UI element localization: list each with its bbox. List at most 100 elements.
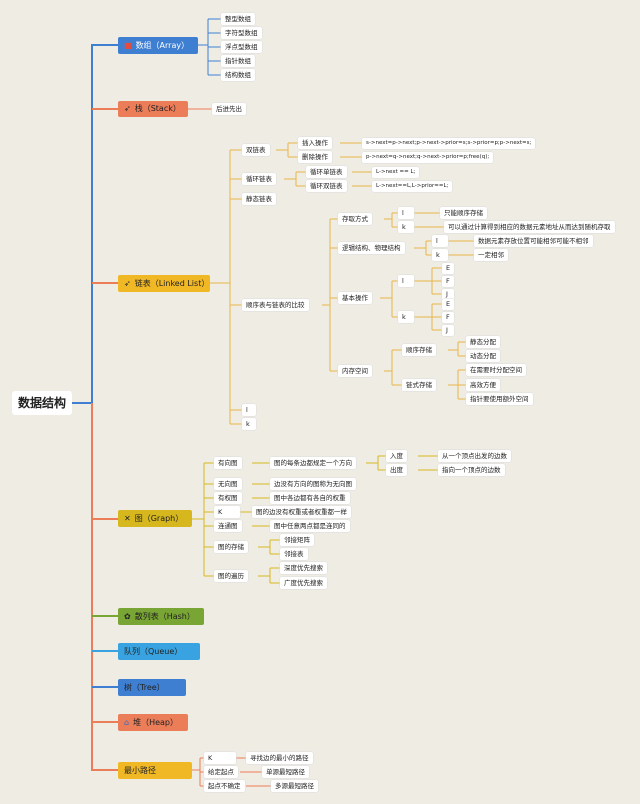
- compare-memory[interactable]: 内存空间: [338, 365, 372, 377]
- access-l[interactable]: l: [398, 207, 414, 219]
- linked-double[interactable]: 双链表: [242, 144, 270, 156]
- logic-k[interactable]: k: [432, 249, 448, 261]
- graph-storage[interactable]: 图的存储: [214, 541, 248, 553]
- branch-graph-label: 图（Graph）: [134, 513, 184, 523]
- graph-K-desc[interactable]: 图的边没有权重或者权重都一样: [252, 506, 351, 518]
- branch-hash[interactable]: ✿散列表（Hash）: [118, 608, 204, 625]
- root-node[interactable]: 数据结构: [12, 391, 72, 415]
- basic-k-J[interactable]: J: [442, 325, 454, 336]
- branch-stack[interactable]: ➶栈（Stack）: [118, 101, 188, 117]
- compare-access[interactable]: 存取方式: [338, 213, 372, 225]
- memory-chain[interactable]: 链式存储: [402, 379, 436, 391]
- stack-item[interactable]: 后进先出: [212, 103, 246, 115]
- branch-shortest-path[interactable]: 最小路径: [118, 762, 192, 779]
- basic-k-F[interactable]: F: [442, 312, 454, 323]
- linked-k[interactable]: k: [242, 418, 256, 430]
- memory-seq-a[interactable]: 静态分配: [466, 336, 500, 348]
- node-label: 静态分配: [470, 337, 496, 346]
- memory-chain-c[interactable]: 指针要使用额外空间: [466, 393, 533, 405]
- linked-circ-double-code[interactable]: L->next==L,L->prior==L;: [372, 181, 453, 192]
- branch-array[interactable]: ■数组（Array）: [118, 37, 198, 54]
- graph-outdeg-desc[interactable]: 指向一个顶点的边数: [438, 464, 505, 476]
- graph-undirected-desc[interactable]: 边没有方向的图称为无向图: [270, 478, 356, 490]
- node-label: s->next=p->next;p->next->prior=s;s->prio…: [366, 139, 532, 146]
- graph-traverse-a[interactable]: 深度优先搜索: [280, 562, 327, 574]
- basic-l-F[interactable]: F: [442, 276, 454, 287]
- graph-indeg-desc[interactable]: 从一个顶点出发的边数: [438, 450, 511, 462]
- graph-storage-b[interactable]: 邻接表: [280, 548, 308, 560]
- branch-queue[interactable]: 队列（Queue）: [118, 643, 200, 660]
- path-unfixed-desc[interactable]: 多源最短路径: [271, 780, 318, 792]
- linked-insert-code[interactable]: s->next=p->next;p->next->prior=s;s->prio…: [362, 138, 536, 149]
- linked-insert[interactable]: 插入操作: [298, 137, 332, 149]
- linked-delete-code[interactable]: p->next=q->next;q->next->prior=p;free(q)…: [362, 152, 494, 163]
- logic-l[interactable]: l: [432, 235, 448, 247]
- linked-circ-double[interactable]: 循环双链表: [306, 180, 347, 192]
- node-label: 图的边没有权重或者权重都一样: [256, 507, 347, 516]
- linked-l[interactable]: l: [242, 404, 256, 416]
- memory-seq-b[interactable]: 动态分配: [466, 350, 500, 362]
- compare-logic[interactable]: 逻辑结构、物理结构: [338, 242, 405, 254]
- memory-chain-b[interactable]: 高效方便: [466, 379, 500, 391]
- array-item[interactable]: 整型数组: [221, 13, 255, 25]
- graph-weighted-desc[interactable]: 图中各边都有各自的权重: [270, 492, 350, 504]
- branch-heap[interactable]: ⌂堆（Heap）: [118, 714, 188, 731]
- linked-circ-single[interactable]: 循环单链表: [306, 166, 347, 178]
- branch-tree[interactable]: 树（Tree）: [118, 679, 186, 696]
- logic-k-desc[interactable]: 一定相邻: [474, 249, 508, 261]
- node-label: J: [446, 326, 448, 335]
- array-item[interactable]: 结构数组: [221, 69, 255, 81]
- graph-connected[interactable]: 连通图: [214, 520, 242, 532]
- basic-l-E[interactable]: E: [442, 263, 454, 274]
- memory-chain-a[interactable]: 在需要时分配空间: [466, 364, 526, 376]
- basic-l[interactable]: l: [398, 275, 414, 287]
- graph-directed-desc[interactable]: 图的每条边都规定一个方向: [270, 457, 356, 469]
- graph-directed[interactable]: 有向图: [214, 457, 242, 469]
- access-k[interactable]: k: [398, 221, 414, 233]
- graph-traverse[interactable]: 图的遍历: [214, 570, 248, 582]
- node-label: 静态链表: [246, 194, 272, 203]
- graph-storage-a[interactable]: 邻接矩阵: [280, 534, 314, 546]
- path-fixed-desc[interactable]: 单源最短路径: [262, 766, 309, 778]
- graph-K[interactable]: K: [214, 506, 240, 518]
- linked-compare[interactable]: 顺序表与链表的比较: [242, 299, 309, 311]
- array-item[interactable]: 浮点型数组: [221, 41, 262, 53]
- graph-connected-desc[interactable]: 图中任意两点都是连同的: [270, 520, 350, 532]
- graph-outdeg[interactable]: 出度: [386, 464, 407, 476]
- root-label: 数据结构: [17, 396, 66, 410]
- branch-queue-label: 队列（Queue）: [124, 646, 183, 656]
- basic-l-J[interactable]: J: [442, 289, 454, 300]
- graph-traverse-b[interactable]: 广度优先搜索: [280, 577, 327, 589]
- node-label: K: [208, 753, 213, 762]
- array-item[interactable]: 字符型数组: [221, 27, 262, 39]
- graph-weighted[interactable]: 有权图: [214, 492, 242, 504]
- node-label: 多源最短路径: [275, 781, 314, 790]
- node-label: L->next == L;: [376, 168, 416, 175]
- linked-circular[interactable]: 循环链表: [242, 173, 276, 185]
- basic-k[interactable]: k: [398, 311, 414, 323]
- node-label: p->next=q->next;q->next->prior=p;free(q)…: [366, 153, 490, 160]
- linked-static[interactable]: 静态链表: [242, 193, 276, 205]
- path-fixed[interactable]: 给定起点: [204, 766, 238, 778]
- path-unfixed[interactable]: 起点不确定: [204, 780, 245, 792]
- path-K-desc[interactable]: 寻找边的最小的路径: [246, 752, 313, 764]
- node-label: k: [436, 250, 440, 259]
- branch-heap-label: 堆（Heap）: [133, 717, 178, 727]
- access-l-desc[interactable]: 只能顺序存储: [440, 207, 487, 219]
- linked-circ-single-code[interactable]: L->next == L;: [372, 167, 420, 178]
- path-K[interactable]: K: [204, 752, 236, 764]
- array-item[interactable]: 指针数组: [221, 55, 255, 67]
- linked-delete[interactable]: 删除操作: [298, 151, 332, 163]
- basic-k-E[interactable]: E: [442, 299, 454, 310]
- graph-undirected[interactable]: 无向图: [214, 478, 242, 490]
- node-label: 边没有方向的图称为无向图: [274, 479, 352, 488]
- branch-linked-list[interactable]: ➶链表（Linked List）: [118, 275, 210, 292]
- compare-basic[interactable]: 基本操作: [338, 292, 372, 304]
- logic-l-desc[interactable]: 数据元素存放位置可能相邻可能不相邻: [474, 235, 593, 247]
- graph-indeg[interactable]: 入度: [386, 450, 407, 462]
- node-label: 内存空间: [342, 366, 368, 375]
- branch-graph[interactable]: ✕图（Graph）: [118, 510, 192, 527]
- memory-seq[interactable]: 顺序存储: [402, 344, 436, 356]
- access-k-desc[interactable]: 可以通过计算得到相应的数据元素地址从而达到随机存取: [444, 221, 615, 233]
